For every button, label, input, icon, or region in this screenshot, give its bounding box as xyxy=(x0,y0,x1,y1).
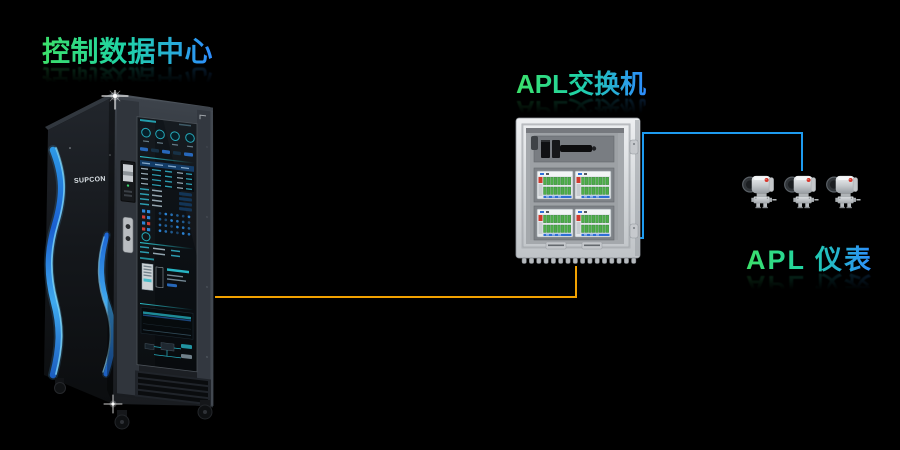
cabinet-vents xyxy=(135,370,211,406)
trend-chart xyxy=(140,306,194,340)
sparkle-bottom xyxy=(103,394,123,414)
label-apl-instruments: APL 仪表 APL 仪表 xyxy=(746,238,873,300)
door-handle xyxy=(122,216,134,254)
cabinet-dashboard xyxy=(140,118,195,360)
door-display-module xyxy=(120,160,136,203)
dcs-cabinet-illustration: SUPCON xyxy=(43,90,214,430)
pressure-transmitter-3 xyxy=(826,175,862,209)
io-module-4 xyxy=(574,208,612,238)
cable-glands xyxy=(521,257,637,264)
label-control-center-reflection: 控制数据中心 xyxy=(42,61,213,101)
io-module-2 xyxy=(574,170,612,200)
cabinet-door xyxy=(115,96,213,408)
label-control-center: 控制数据中心 控制数据中心 xyxy=(42,30,213,95)
apl-switch-enclosure xyxy=(515,117,641,264)
label-control-center-text: 控制数据中心 xyxy=(42,30,213,70)
label-apl-switch-text: APL交换机 xyxy=(516,64,646,101)
sparkle-top xyxy=(101,90,129,110)
din-power-device xyxy=(531,135,615,163)
pressure-transmitter-1 xyxy=(742,175,778,209)
label-apl-instruments-reflection: APL 仪表 xyxy=(746,268,873,307)
label-apl-switch: APL交换机 APL交换机 xyxy=(516,64,646,125)
apl-instrument-group xyxy=(741,172,863,217)
topology-graphic xyxy=(144,342,192,360)
pressure-transmitter-2 xyxy=(784,175,820,209)
label-apl-switch-reflection: APL交换机 xyxy=(516,93,646,130)
io-module-3 xyxy=(536,208,574,238)
server-tower-graphic xyxy=(141,262,189,291)
cabinet-side-panel: SUPCON xyxy=(43,96,118,404)
supcon-logo: SUPCON xyxy=(74,176,106,185)
label-apl-instruments-text: APL 仪表 xyxy=(746,238,873,277)
io-module-1 xyxy=(536,170,574,200)
cabinet-ribbon-right xyxy=(97,231,118,378)
door-corner-mark xyxy=(199,114,206,120)
status-led-block xyxy=(141,209,191,242)
enclosure-name-plates xyxy=(545,241,603,250)
connection-line-dcs-to-switch xyxy=(215,266,577,298)
cabinet-casters xyxy=(54,378,213,430)
enclosure-hinges xyxy=(629,139,639,239)
cabinet-ribbon-left xyxy=(43,145,67,380)
